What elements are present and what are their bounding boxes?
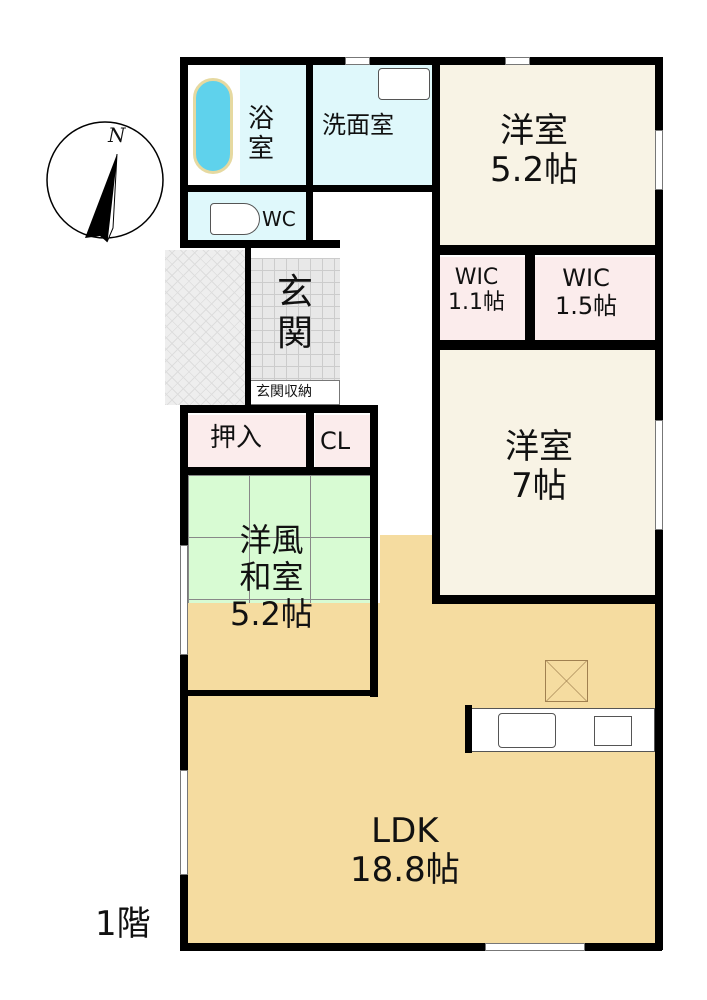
room-western1 — [438, 65, 655, 245]
bath-label: 浴室 — [248, 104, 275, 164]
room-wic1 — [440, 257, 525, 340]
porch — [165, 250, 247, 405]
room-closet — [315, 415, 370, 467]
room-bath — [240, 65, 308, 185]
washroom-label: 洗面室 — [322, 111, 394, 139]
kitchen-sink-icon — [498, 713, 556, 748]
closet-label: CL — [320, 427, 351, 455]
oshiire-label: 押入 — [210, 423, 263, 453]
ldk-left — [188, 695, 378, 945]
ldk-hall — [380, 535, 440, 605]
room-wic2 — [535, 257, 655, 340]
compass-icon — [46, 121, 164, 243]
room-western2 — [440, 350, 655, 595]
entrance-storage-label: 玄関収納 — [256, 384, 312, 400]
storage-hatch-icon — [545, 660, 588, 702]
wc-label: WC — [262, 207, 296, 231]
bathtub-icon — [193, 78, 233, 174]
room-oshiire — [188, 415, 306, 467]
toilet-icon — [210, 203, 260, 235]
entrance-label: 玄関 — [277, 272, 314, 355]
north-label: N — [108, 123, 126, 147]
sink-icon — [378, 68, 430, 100]
entrance-storage — [250, 380, 340, 405]
stove-icon — [594, 716, 632, 746]
floor-label: 1階 — [95, 904, 151, 944]
room-entrance — [250, 258, 340, 380]
